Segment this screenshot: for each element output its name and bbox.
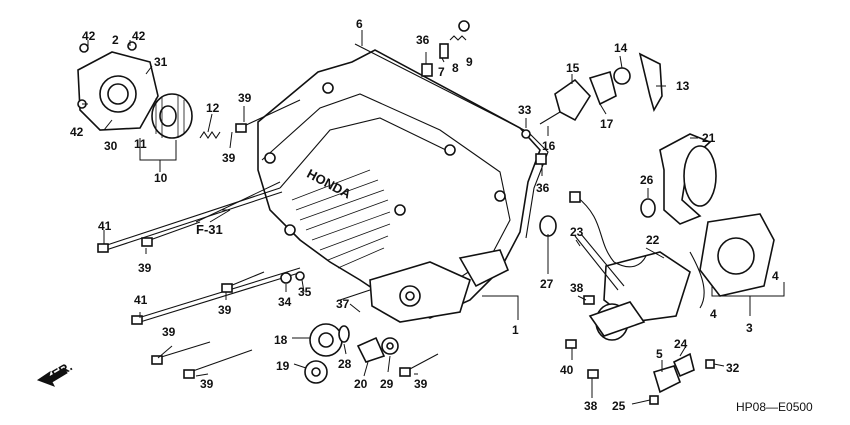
- label-3: 3: [746, 321, 753, 335]
- label-39: 39: [414, 377, 428, 391]
- oil-seal: [640, 198, 656, 218]
- label-20: 20: [354, 377, 368, 391]
- label-24: 24: [674, 337, 688, 351]
- label-9: 9: [466, 55, 473, 69]
- label-23: 23: [570, 225, 584, 239]
- label-15: 15: [566, 61, 580, 75]
- cover-grille: [291, 169, 391, 269]
- label-26: 26: [640, 173, 654, 187]
- label-39: 39: [218, 303, 232, 317]
- label-27: 27: [540, 277, 554, 291]
- label-4: 4: [772, 269, 779, 283]
- label-39: 39: [238, 91, 252, 105]
- label-18: 18: [274, 333, 288, 347]
- sensor-parts: [280, 271, 715, 405]
- ref-label: F-31: [196, 222, 223, 237]
- label-41: 41: [134, 293, 148, 307]
- oil-filter-cover: [77, 41, 159, 131]
- label-21: 21: [702, 131, 716, 145]
- label-39: 39: [222, 151, 236, 165]
- label-16: 16: [542, 139, 556, 153]
- label-2: 2: [112, 33, 119, 47]
- label-6: 6: [356, 17, 363, 31]
- label-7: 7: [438, 65, 445, 79]
- front-crankcase-cover: HONDA: [257, 43, 549, 323]
- label-38: 38: [584, 399, 598, 413]
- label-33: 33: [518, 103, 532, 117]
- label-39: 39: [162, 325, 176, 339]
- label-34: 34: [278, 295, 292, 309]
- diagram-code: HP08—E0500: [736, 400, 813, 414]
- label-30: 30: [104, 139, 118, 153]
- reference-marker: F-31: [196, 209, 231, 237]
- label-39: 39: [200, 377, 214, 391]
- label-17: 17: [600, 117, 614, 131]
- control-motor-assembly: [569, 191, 775, 341]
- label-39: 39: [138, 261, 152, 275]
- label-5: 5: [656, 347, 663, 361]
- label-36: 36: [536, 181, 550, 195]
- label-8: 8: [452, 61, 459, 75]
- part-labels: 42 2 42 31 42 30 11 12 39 39 10 6 36 7 8…: [70, 17, 779, 413]
- label-19: 19: [276, 359, 290, 373]
- label-4: 4: [710, 307, 717, 321]
- label-38: 38: [570, 281, 584, 295]
- label-35: 35: [298, 285, 312, 299]
- shift-parts: [421, 20, 663, 165]
- label-25: 25: [612, 399, 626, 413]
- label-22: 22: [646, 233, 660, 247]
- label-42: 42: [132, 29, 146, 43]
- label-28: 28: [338, 357, 352, 371]
- label-10: 10: [154, 171, 168, 185]
- cover-bolts: [97, 99, 439, 379]
- front-arrow: FR.: [36, 359, 75, 387]
- label-29: 29: [380, 377, 394, 391]
- label-32: 32: [726, 361, 740, 375]
- label-40: 40: [560, 363, 574, 377]
- oil-filter: [151, 93, 193, 139]
- label-1: 1: [512, 323, 519, 337]
- label-12: 12: [206, 101, 220, 115]
- oil-filter-spring: [199, 131, 221, 139]
- label-31: 31: [154, 55, 168, 69]
- label-41: 41: [98, 219, 112, 233]
- label-11: 11: [134, 137, 147, 151]
- label-42: 42: [82, 29, 96, 43]
- label-14: 14: [614, 41, 628, 55]
- label-42: 42: [70, 125, 84, 139]
- reduction-gears: [304, 215, 557, 384]
- leader-lines: [82, 30, 785, 405]
- shift-arm: [659, 133, 717, 225]
- label-13: 13: [676, 79, 690, 93]
- label-36: 36: [416, 33, 430, 47]
- label-37: 37: [336, 297, 350, 311]
